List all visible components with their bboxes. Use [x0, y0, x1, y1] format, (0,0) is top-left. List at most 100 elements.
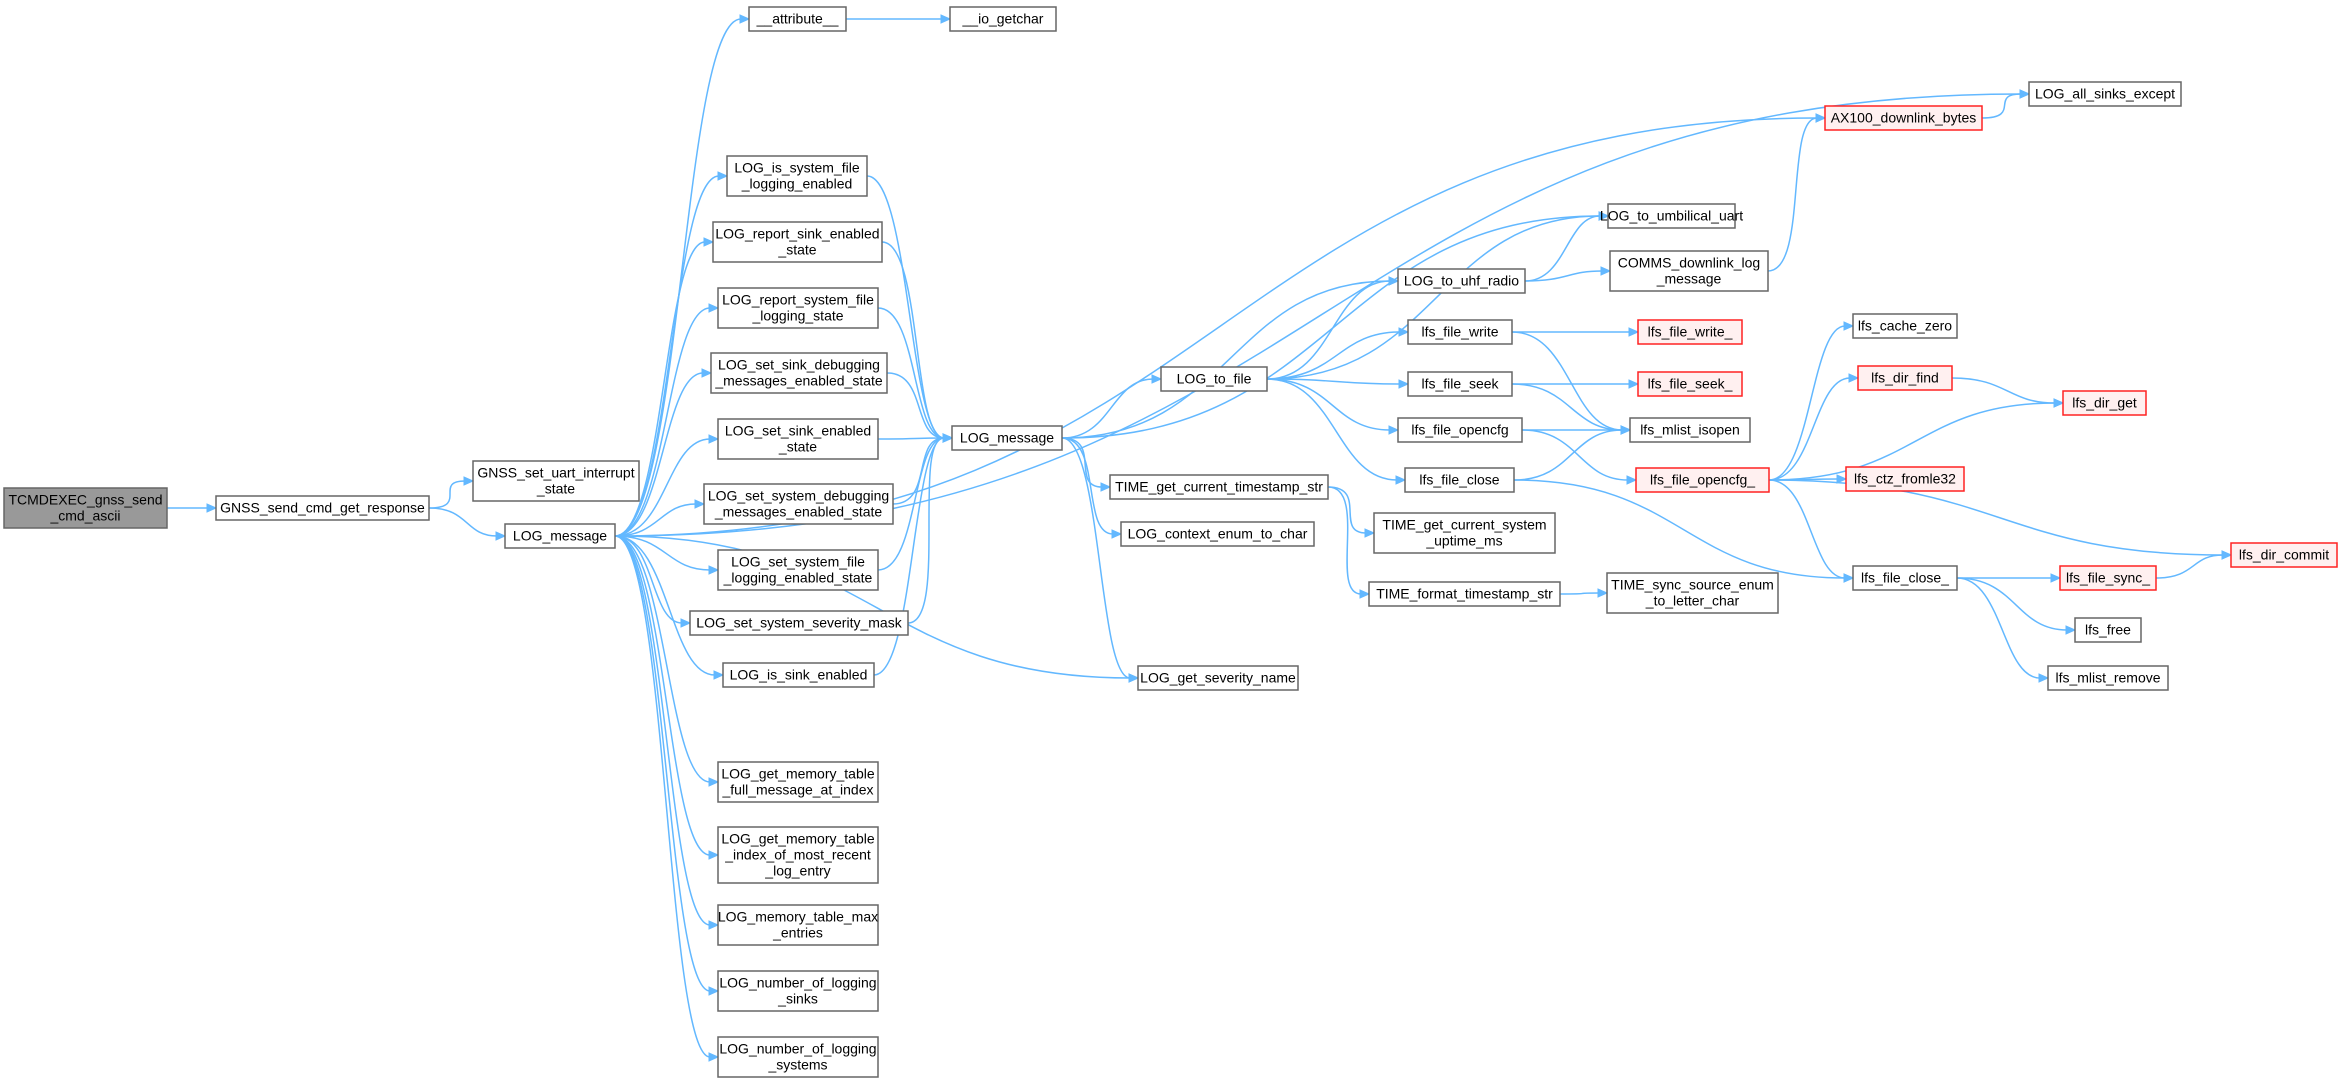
node-ldg[interactable]: lfs_dir_get — [2062, 390, 2147, 416]
node-gscgr[interactable]: GNSS_send_cmd_get_response — [215, 495, 430, 521]
node-lffcu[interactable]: lfs_file_close_ — [1852, 565, 1958, 591]
node-lase[interactable]: LOG_all_sinks_except — [2028, 81, 2182, 107]
node-lise[interactable]: LOG_is_sink_enabled — [722, 662, 875, 688]
node-label: TIME_format_timestamp_str — [1376, 586, 1553, 602]
node-box — [1852, 313, 1958, 339]
edge-line — [614, 535, 711, 1058]
node-lssesa[interactable]: LOG_set_sink_enabled_state — [717, 418, 879, 460]
edge-arrowhead — [708, 850, 720, 860]
node-lnolsy[interactable]: LOG_number_of_logging_systems — [717, 1036, 879, 1078]
node-label: lfs_file_opencfg_ — [1650, 472, 1755, 488]
node-lffsy[interactable]: lfs_file_sync_ — [2059, 565, 2157, 591]
node-box — [1637, 319, 1743, 345]
edge-line — [614, 175, 720, 537]
edge-line — [1513, 479, 1846, 579]
node-label: _sinks — [777, 991, 818, 1007]
node-lmtme[interactable]: LOG_memory_table_max_entries — [717, 904, 879, 946]
edge-arrowhead — [1843, 321, 1855, 331]
node-label: LOG_to_file — [1177, 371, 1252, 387]
node-ltur[interactable]: LOG_to_uhf_radio — [1397, 268, 1526, 294]
node-ldc[interactable]: lfs_dir_commit — [2230, 542, 2338, 568]
node-box — [717, 1036, 879, 1078]
edge-line — [1061, 437, 1103, 488]
node-tgcts[interactable]: TIME_get_current_timestamp_str — [1109, 474, 1329, 500]
edge-lisfle-to-logm2 — [866, 175, 954, 443]
edge-line — [1767, 117, 1818, 272]
node-tsse[interactable]: TIME_sync_source_enum_to_letter_char — [1606, 572, 1779, 614]
node-lrsfls[interactable]: LOG_report_system_file_logging_state — [717, 287, 879, 329]
node-logm2[interactable]: LOG_message — [951, 425, 1063, 451]
node-cdlm[interactable]: COMMS_downlink_log_message — [1609, 250, 1769, 292]
node-lssfle[interactable]: LOG_set_system_file_logging_enabled_stat… — [717, 549, 879, 591]
edge-arrowhead — [463, 476, 475, 486]
node-lffs[interactable]: lfs_file_seek — [1407, 371, 1513, 397]
edge-line — [1768, 377, 1851, 481]
node-lsssm[interactable]: LOG_set_system_severity_mask — [689, 610, 909, 636]
node-lfmi[interactable]: lfs_mlist_isopen — [1629, 417, 1751, 443]
node-label: lfs_file_close — [1419, 472, 1499, 488]
node-lrses[interactable]: LOG_report_sink_enabled_state — [712, 221, 883, 263]
edge-lffs-to-lfmi — [1511, 383, 1632, 435]
edge-arrowhead — [1128, 673, 1140, 683]
node-box — [717, 826, 879, 884]
node-box — [1404, 467, 1515, 493]
node-lffc[interactable]: lfs_file_close — [1404, 467, 1515, 493]
node-lnols[interactable]: LOG_number_of_logging_sinks — [717, 970, 879, 1012]
node-attr[interactable]: __attribute__ — [748, 6, 847, 32]
node-iogc[interactable]: __io_getchar — [949, 6, 1057, 32]
node-label: lfs_mlist_remove — [2055, 670, 2160, 686]
node-label: lfs_dir_find — [1871, 370, 1939, 386]
node-tgcsum[interactable]: TIME_get_current_system_uptime_ms — [1373, 512, 1556, 554]
node-box — [1635, 467, 1770, 493]
edge-lrses-to-logm2 — [881, 241, 954, 443]
node-lffw[interactable]: lfs_file_write — [1407, 319, 1513, 345]
edge-arrowhead — [1151, 374, 1163, 384]
edge-line — [614, 535, 711, 783]
node-label: lfs_file_close_ — [1861, 570, 1949, 586]
node-lffou[interactable]: lfs_file_opencfg_ — [1635, 467, 1770, 493]
node-lcetc[interactable]: LOG_context_enum_to_char — [1120, 521, 1315, 547]
edge-arrowhead — [1597, 588, 1609, 598]
edge-root-to-gscgr — [167, 503, 218, 513]
edge-line — [1511, 331, 1623, 431]
node-axdb[interactable]: AX100_downlink_bytes — [1824, 105, 1983, 131]
node-lgsn[interactable]: LOG_get_severity_name — [1137, 665, 1299, 691]
node-gsuis[interactable]: GNSS_set_uart_interrupt_state — [472, 460, 640, 502]
edge-arrowhead — [1398, 327, 1410, 337]
node-tfts[interactable]: TIME_format_timestamp_str — [1368, 581, 1561, 607]
node-logm1[interactable]: LOG_message — [504, 523, 616, 549]
node-lffo[interactable]: lfs_file_opencfg — [1397, 417, 1523, 443]
edge-arrowhead — [1620, 425, 1632, 435]
node-label: LOG_number_of_logging — [719, 1041, 876, 1057]
node-root[interactable]: TCMDEXEC_gnss_send_cmd_ascii — [3, 487, 168, 529]
node-lmr[interactable]: lfs_mlist_remove — [2047, 665, 2169, 691]
node-lssdmes[interactable]: LOG_set_sink_debugging_messages_enabled_… — [710, 352, 888, 394]
edge-layer — [167, 14, 2233, 1062]
edge-arrowhead — [708, 303, 720, 313]
node-lgmtio[interactable]: LOG_get_memory_table_index_of_most_recen… — [717, 826, 879, 884]
edge-arrowhead — [1111, 529, 1123, 539]
node-label: _log_entry — [764, 863, 830, 879]
node-ldf[interactable]: lfs_dir_find — [1857, 365, 1953, 391]
edge-line — [1524, 215, 1601, 282]
node-ltf[interactable]: LOG_to_file — [1160, 366, 1268, 392]
node-label: _systems — [767, 1057, 827, 1073]
edge-line — [428, 480, 466, 509]
node-label: _entries — [772, 925, 823, 941]
node-lisfle[interactable]: LOG_is_system_file_logging_enabled — [726, 155, 868, 197]
node-label: lfs_file_seek — [1421, 376, 1499, 392]
node-box — [1857, 365, 1953, 391]
node-label: LOG_message — [960, 430, 1054, 446]
edge-line — [1327, 486, 1367, 534]
edge-line — [1521, 429, 1629, 481]
node-lffwu[interactable]: lfs_file_write_ — [1637, 319, 1743, 345]
node-label: lfs_cache_zero — [1858, 318, 1952, 334]
edge-ltur-to-cdlm — [1524, 266, 1612, 282]
node-lssydme[interactable]: LOG_set_system_debugging_messages_enable… — [703, 483, 894, 525]
node-ltuu[interactable]: LOG_to_umbilical_uart — [1600, 203, 1743, 229]
node-lffsu[interactable]: lfs_file_seek_ — [1637, 371, 1743, 397]
node-lgmtfm[interactable]: LOG_get_memory_table_full_message_at_ind… — [717, 761, 879, 803]
node-lcz[interactable]: lfs_cache_zero — [1852, 313, 1958, 339]
node-lcf[interactable]: lfs_ctz_fromle32 — [1845, 466, 1965, 492]
node-lfree[interactable]: lfs_free — [2074, 617, 2142, 643]
